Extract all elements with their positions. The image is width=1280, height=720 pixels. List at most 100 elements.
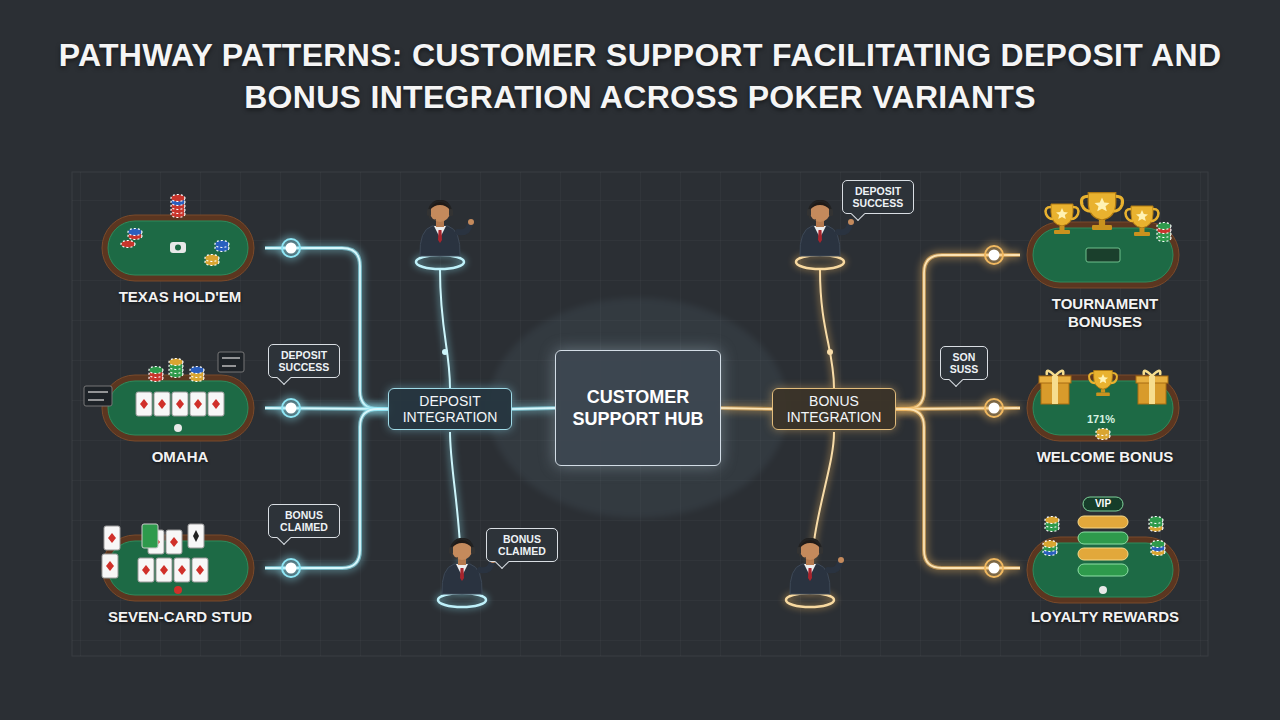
poker-table-node: SEVEN-CARD STUD (95, 528, 265, 626)
omaha-table (190, 367, 204, 374)
endpoint-dot (989, 250, 1000, 261)
tournament-bonuses-table (1157, 223, 1171, 230)
tournament-bonuses-table (1126, 206, 1159, 236)
loyalty-rewards-table (1099, 586, 1107, 594)
hub-box: CUSTOMER SUPPORT HUB (555, 350, 721, 466)
node-text: LOYALTY REWARDS (1020, 608, 1190, 626)
texas-holdem-table (102, 195, 254, 282)
agent-link-lines (827, 349, 833, 355)
connector-line (896, 409, 1020, 568)
poker-table-node: LOYALTY REWARDS (1020, 528, 1190, 626)
tournament-bonuses-table (1081, 193, 1122, 231)
support-agents (790, 538, 844, 594)
node-text: BONUS CLAIMED (274, 509, 334, 533)
seven-card-stud-table (102, 554, 118, 578)
connector-glow (265, 409, 388, 568)
welcome-bonus-table (1039, 371, 1071, 404)
agent-link-lines (820, 270, 834, 388)
endpoint-ring (282, 399, 300, 417)
omaha-table (190, 392, 206, 416)
agent-rings (786, 593, 834, 607)
speech-bubble: BONUS CLAIMED (268, 504, 340, 538)
loyalty-rewards-table (1078, 564, 1128, 576)
loyalty-rewards-table (1027, 497, 1179, 603)
endpoint-dot (989, 563, 1000, 574)
node-text: DEPOSIT SUCCESS (848, 185, 908, 209)
diagram-title: PATHWAY PATTERNS: CUSTOMER SUPPORT FACIL… (50, 34, 1230, 118)
seven-card-stud-table (174, 586, 182, 594)
loyalty-rewards-table (1149, 517, 1163, 524)
agent-rings (786, 593, 834, 607)
seven-card-stud-table (138, 558, 154, 582)
loyalty-rewards-table (1078, 548, 1128, 560)
agent-link-lines (440, 270, 834, 594)
loyalty-rewards-table (1151, 541, 1165, 548)
connector-line (265, 409, 388, 568)
endpoint-dot (989, 403, 1000, 414)
node-text: TOURNAMENT BONUSES (1020, 295, 1190, 331)
speech-bubble: DEPOSIT SUCCESS (268, 344, 340, 378)
support-agents (420, 200, 474, 256)
agent-rings (416, 255, 844, 607)
grid-panel (72, 172, 1208, 656)
texas-holdem-table (128, 229, 142, 236)
seven-card-stud-table (156, 558, 172, 582)
loyalty-rewards-table (1045, 517, 1059, 524)
tournament-bonuses-table (1027, 222, 1179, 288)
endpoint-ring (282, 239, 300, 257)
seven-card-stud-table (102, 524, 254, 601)
agent-link-lines (440, 270, 450, 388)
omaha-table (88, 392, 108, 400)
endpoint-ring (985, 246, 1003, 264)
agent-rings (438, 593, 486, 607)
omaha-table (169, 359, 183, 366)
seven-card-stud-table (174, 558, 190, 582)
omaha-table (149, 367, 163, 374)
endpoint-glow (278, 235, 304, 261)
node-text: SEVEN-CARD STUD (95, 608, 265, 626)
omaha-table (84, 386, 112, 406)
omaha-table (218, 352, 244, 372)
connector-line (265, 409, 388, 568)
pathway-connector (265, 235, 388, 409)
texas-holdem-table (205, 255, 219, 262)
endpoint-glow (981, 555, 1007, 581)
connector-line (265, 248, 388, 409)
table-label: 171% (1087, 413, 1115, 426)
agent-rings (796, 255, 844, 269)
connector-glow (896, 409, 1020, 568)
loyalty-rewards-table (1078, 516, 1128, 528)
speech-bubble: SON SUSS (940, 346, 988, 380)
pathway-connector (896, 242, 1020, 409)
poker-table-node: TEXAS HOLD'EM (95, 208, 265, 306)
connector-glow (896, 255, 1020, 409)
texas-holdem-table (171, 195, 185, 202)
endpoint-ring (282, 559, 300, 577)
table-label: VIP (1083, 497, 1123, 511)
agent-rings (438, 593, 486, 607)
pathway-connector (265, 409, 388, 581)
node-text: OMAHA (95, 448, 265, 466)
endpoint-dot (286, 243, 297, 254)
connector-line (721, 408, 772, 409)
endpoint-dot (286, 403, 297, 414)
connector-glow (512, 408, 555, 409)
poker-table-node: TOURNAMENT BONUSES (1020, 215, 1190, 331)
seven-card-stud-table (188, 524, 204, 548)
node-text: DEPOSIT INTEGRATION (395, 393, 505, 425)
tournament-bonuses-table (1046, 204, 1079, 234)
node-text: WELCOME BONUS (1020, 448, 1190, 466)
loyalty-rewards-table (1083, 497, 1123, 511)
connector-line (896, 409, 1020, 568)
pathway-connector (512, 408, 555, 409)
endpoint-ring (985, 559, 1003, 577)
agent-rings (796, 255, 844, 269)
welcome-bonus-table (1136, 371, 1168, 404)
endpoint-dot (286, 563, 297, 574)
texas-holdem-table (170, 242, 186, 253)
welcome-bonus-table (1027, 371, 1179, 442)
endpoint-glow (278, 395, 304, 421)
